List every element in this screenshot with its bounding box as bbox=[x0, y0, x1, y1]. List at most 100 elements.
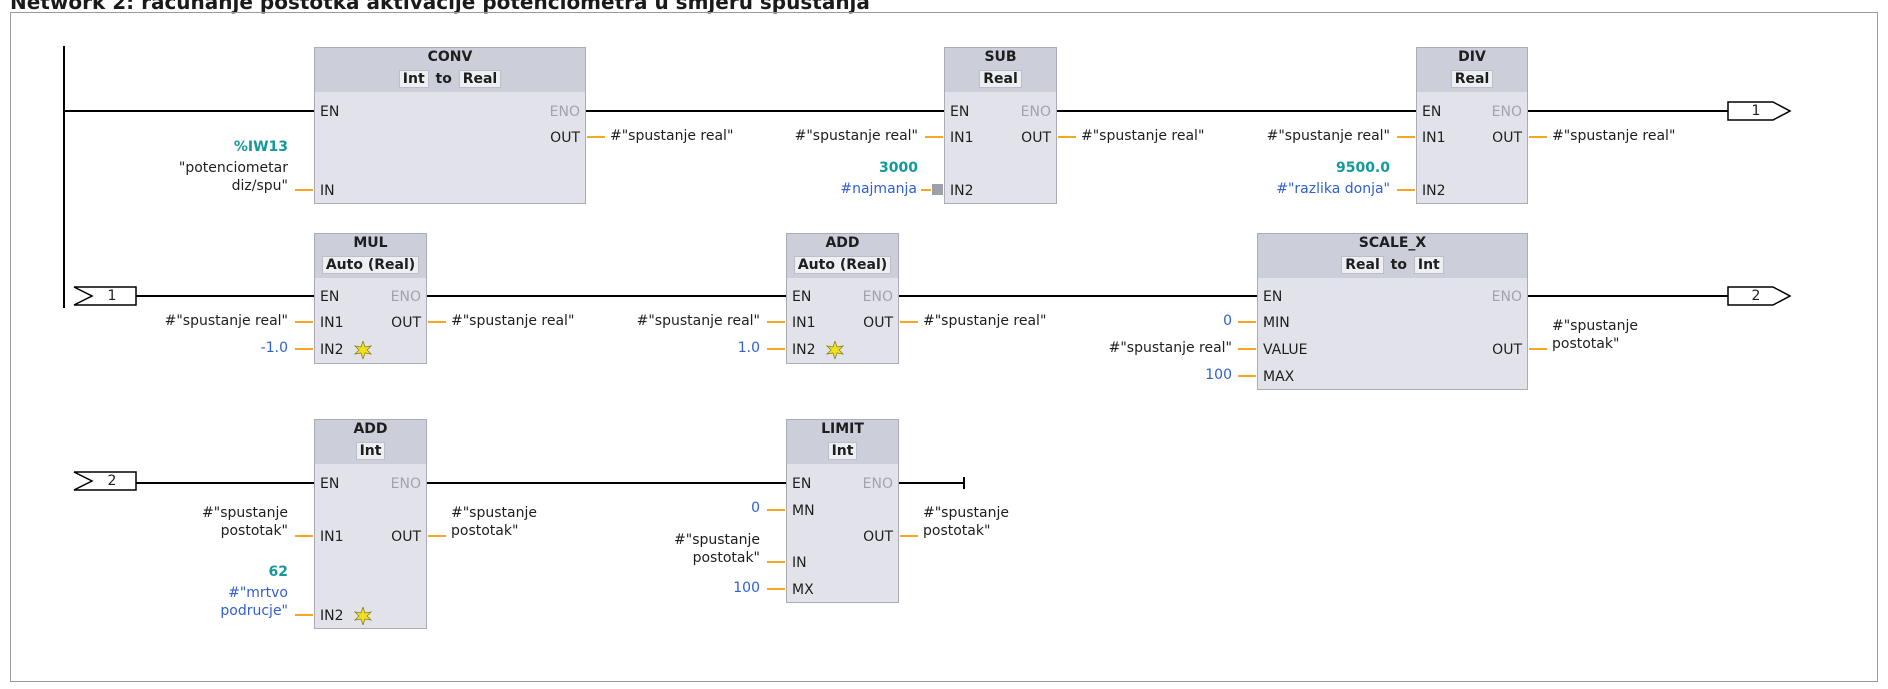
connector-2-in-label: 2 bbox=[107, 473, 117, 489]
network-frame bbox=[10, 12, 1878, 682]
limit-in-line1[interactable]: #"spustanje bbox=[674, 532, 760, 548]
pin-eno: ENO bbox=[390, 289, 421, 305]
block-name: DIV bbox=[1458, 49, 1486, 65]
connector-2-out-label: 2 bbox=[1751, 288, 1761, 304]
pin-min: MIN bbox=[1263, 315, 1290, 331]
pin-eno: ENO bbox=[1020, 104, 1051, 120]
pin-eno: ENO bbox=[862, 476, 893, 492]
conv-in-var-line2[interactable]: diz/spu" bbox=[231, 178, 288, 194]
type[interactable]: Real bbox=[979, 70, 1022, 88]
add-input-star-icon[interactable] bbox=[826, 341, 844, 359]
mul-out-var[interactable]: #"spustanje real" bbox=[451, 313, 575, 329]
add-int-in2-var-line2[interactable]: podrucje" bbox=[220, 603, 288, 619]
pin-in1: IN1 bbox=[320, 529, 344, 545]
connector-2-out bbox=[1727, 286, 1792, 306]
connector-1-in-label: 1 bbox=[107, 288, 117, 304]
limit-out-line2[interactable]: postotak" bbox=[923, 523, 991, 539]
in2-marker-icon bbox=[932, 184, 943, 195]
add-int-in1-line1[interactable]: #"spustanje bbox=[202, 505, 288, 521]
add-real-in1-var[interactable]: #"spustanje real" bbox=[636, 313, 760, 329]
pin-out: OUT bbox=[1021, 130, 1051, 146]
pin-en: EN bbox=[950, 104, 970, 120]
add-input-star-icon[interactable] bbox=[354, 341, 372, 359]
limit-mx-value[interactable]: 100 bbox=[733, 580, 760, 596]
conv-in-address[interactable]: %IW13 bbox=[233, 139, 288, 155]
sub-in2-var[interactable]: #najmanja bbox=[840, 181, 917, 197]
type[interactable]: Auto (Real) bbox=[793, 256, 892, 274]
pin-in2: IN2 bbox=[792, 342, 816, 358]
scale-out-var-line2[interactable]: postotak" bbox=[1552, 336, 1620, 352]
scale-max-value[interactable]: 100 bbox=[1205, 367, 1232, 383]
add-real-out-var[interactable]: #"spustanje real" bbox=[923, 313, 1047, 329]
block-name: SUB bbox=[984, 49, 1017, 65]
type[interactable]: Real bbox=[1450, 70, 1494, 88]
conv-out-var[interactable]: #"spustanje real" bbox=[610, 128, 734, 144]
conv-block[interactable]: CONV Int to Real EN ENO OUT IN bbox=[314, 47, 586, 204]
sub-out-var[interactable]: #"spustanje real" bbox=[1081, 128, 1205, 144]
pin-mx: MX bbox=[792, 582, 814, 598]
pin-eno: ENO bbox=[862, 289, 893, 305]
sub-in1-var[interactable]: #"spustanje real" bbox=[794, 128, 918, 144]
type[interactable]: Int bbox=[355, 442, 386, 460]
type-to[interactable]: Real bbox=[458, 70, 502, 88]
type-to[interactable]: Int bbox=[1413, 256, 1444, 274]
pin-in2: IN2 bbox=[320, 608, 344, 624]
pin-en: EN bbox=[320, 476, 340, 492]
add-real-block[interactable]: ADD Auto (Real) EN ENO IN1 OUT IN2 bbox=[786, 233, 899, 364]
pin-en: EN bbox=[320, 104, 340, 120]
div-out-var[interactable]: #"spustanje real" bbox=[1552, 128, 1676, 144]
limit-mn-value[interactable]: 0 bbox=[751, 500, 760, 516]
add-int-out-line2[interactable]: postotak" bbox=[451, 523, 519, 539]
limit-out-line1[interactable]: #"spustanje bbox=[923, 505, 1009, 521]
pin-en: EN bbox=[1263, 289, 1283, 305]
add-real-in2-value[interactable]: 1.0 bbox=[737, 340, 760, 356]
mul-in2-value[interactable]: -1.0 bbox=[260, 340, 288, 356]
pin-out: OUT bbox=[863, 529, 893, 545]
connector-1-in bbox=[73, 286, 137, 306]
pin-en: EN bbox=[320, 289, 340, 305]
add-int-in2-var-line1[interactable]: #"mrtvo bbox=[228, 585, 288, 601]
conv-in-var-line1[interactable]: "potenciometar bbox=[178, 160, 288, 176]
sub-in2-value[interactable]: 3000 bbox=[879, 160, 918, 176]
pin-in2: IN2 bbox=[320, 342, 344, 358]
connector-1-out bbox=[1727, 101, 1792, 121]
div-in1-var[interactable]: #"spustanje real" bbox=[1266, 128, 1390, 144]
block-name: SCALE_X bbox=[1358, 235, 1427, 251]
network-title: Network 2: računanje postotka aktivacije… bbox=[10, 0, 870, 14]
div-in2-value[interactable]: 9500.0 bbox=[1335, 160, 1390, 176]
add-int-block[interactable]: ADD Int EN ENO IN1 OUT IN2 bbox=[314, 419, 427, 629]
pin-in1: IN1 bbox=[1422, 130, 1446, 146]
mul-block[interactable]: MUL Auto (Real) EN ENO IN1 OUT IN2 bbox=[314, 233, 427, 364]
type[interactable]: Auto (Real) bbox=[321, 256, 420, 274]
limit-block[interactable]: LIMIT Int EN ENO MN OUT IN MX bbox=[786, 419, 899, 603]
pin-en: EN bbox=[792, 476, 812, 492]
type-from[interactable]: Int bbox=[398, 70, 429, 88]
limit-in-line2[interactable]: postotak" bbox=[692, 550, 760, 566]
connector-2-in bbox=[73, 471, 137, 491]
block-name: LIMIT bbox=[821, 421, 864, 437]
add-int-in2-value[interactable]: 62 bbox=[268, 564, 288, 580]
scale-x-block[interactable]: SCALE_X Real to Int EN ENO MIN VALUE OUT… bbox=[1257, 233, 1528, 390]
mul-in1-var[interactable]: #"spustanje real" bbox=[164, 313, 288, 329]
block-name: CONV bbox=[427, 49, 473, 65]
pin-in2: IN2 bbox=[1422, 183, 1446, 199]
pin-in1: IN1 bbox=[792, 315, 816, 331]
type[interactable]: Int bbox=[827, 442, 858, 460]
div-in2-var[interactable]: #"razlika donja" bbox=[1276, 181, 1390, 197]
add-int-out-line1[interactable]: #"spustanje bbox=[451, 505, 537, 521]
type-from[interactable]: Real bbox=[1341, 256, 1384, 274]
scale-min-value[interactable]: 0 bbox=[1223, 313, 1232, 329]
div-block[interactable]: DIV Real EN ENO IN1 OUT IN2 bbox=[1416, 47, 1528, 204]
pin-eno: ENO bbox=[1491, 104, 1522, 120]
scale-value-var[interactable]: #"spustanje real" bbox=[1108, 340, 1232, 356]
sub-block[interactable]: SUB Real EN ENO IN1 OUT IN2 bbox=[944, 47, 1057, 204]
add-input-star-icon[interactable] bbox=[354, 607, 372, 625]
scale-out-var-line1[interactable]: #"spustanje bbox=[1552, 318, 1638, 334]
add-int-in1-line2[interactable]: postotak" bbox=[220, 523, 288, 539]
pin-out: OUT bbox=[391, 315, 421, 331]
pin-out: OUT bbox=[550, 130, 580, 146]
pin-out: OUT bbox=[1492, 130, 1522, 146]
pin-out: OUT bbox=[1492, 342, 1522, 358]
pin-in: IN bbox=[320, 183, 335, 199]
